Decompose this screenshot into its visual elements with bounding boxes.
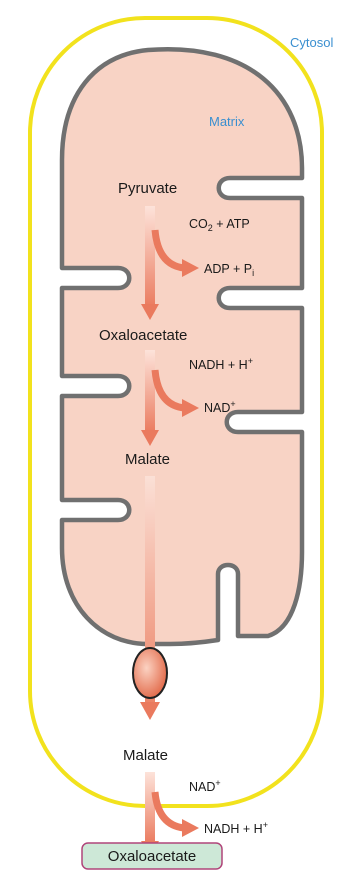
step3-arrow-shaft — [145, 772, 155, 844]
step2-arrow-shaft — [145, 350, 155, 433]
step2-cofactor-in: NADH + H+ — [189, 356, 253, 372]
step3-side-arrowhead — [182, 819, 199, 837]
step1-arrow-shaft — [145, 206, 155, 308]
malate-matrix-label: Malate — [125, 451, 170, 468]
cytosol-label: Cytosol — [290, 35, 333, 50]
oxaloacetate-cytosol-label: Oxaloacetate — [108, 848, 196, 865]
inner-membrane — [62, 49, 302, 644]
malate-cytosol-label: Malate — [123, 747, 168, 764]
step1-cofactor-in: CO2 + ATP — [189, 217, 250, 233]
malate-transporter — [133, 648, 167, 698]
matrix-label: Matrix — [209, 114, 245, 129]
step1-cofactor-out: ADP + Pi — [204, 262, 254, 278]
pyruvate-label: Pyruvate — [118, 180, 177, 197]
oxaloacetate-matrix-label: Oxaloacetate — [99, 327, 187, 344]
step3-cofactor-out: NADH + H+ — [204, 820, 268, 836]
